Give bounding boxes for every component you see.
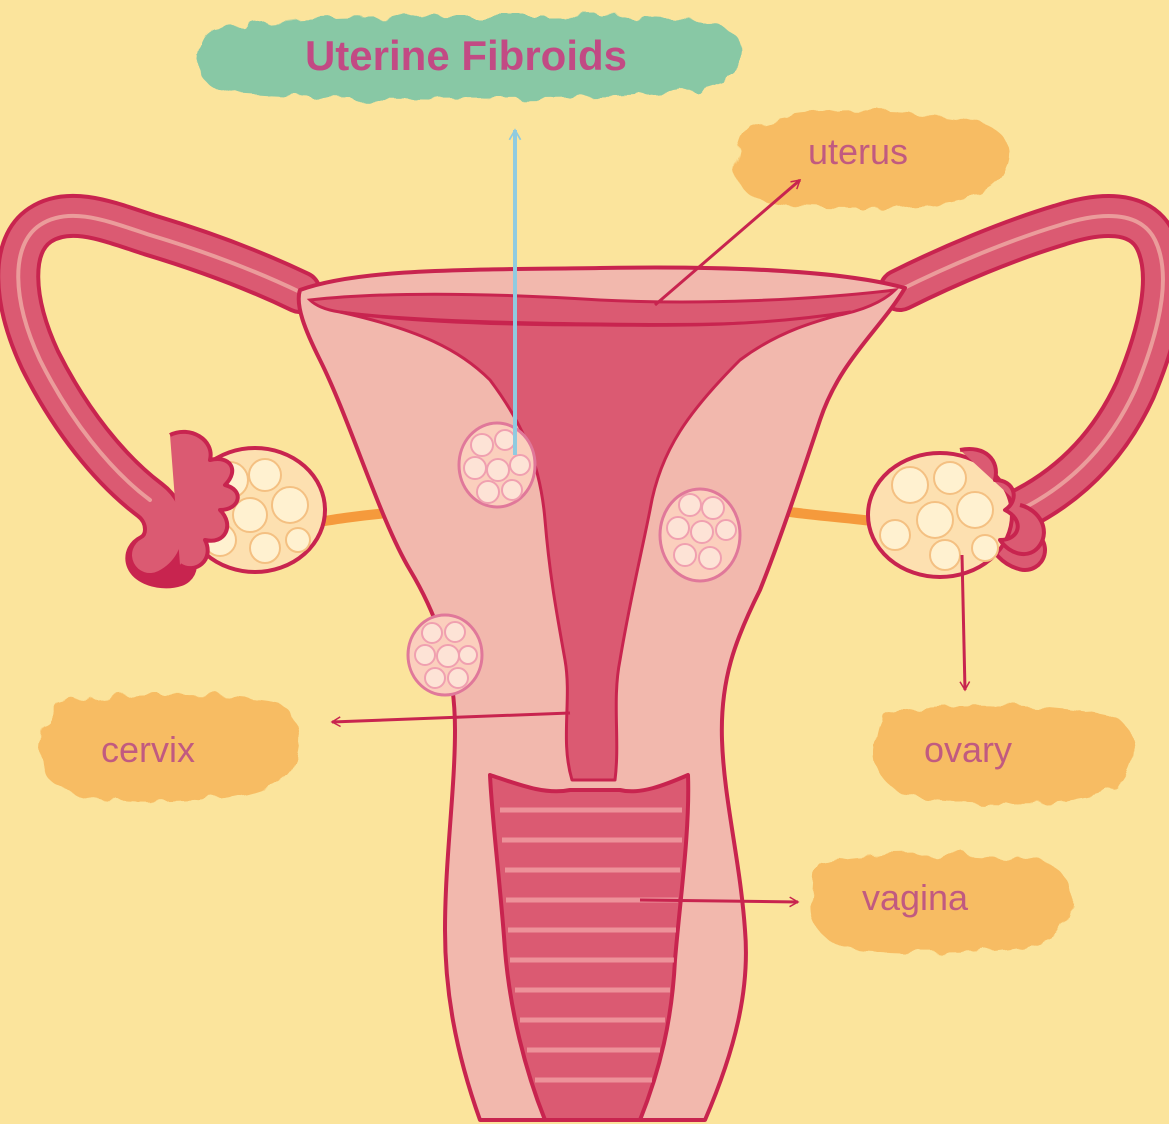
ovary-label: ovary [924, 729, 1012, 770]
vagina-arrow [640, 900, 798, 902]
cervix-label: cervix [101, 729, 195, 770]
fibroid-upper-left [459, 423, 535, 507]
vagina-label: vagina [862, 877, 969, 918]
fibroid-lower-left [408, 615, 482, 695]
fibroid-right [660, 489, 740, 581]
title-text: Uterine Fibroids [305, 32, 627, 79]
title-banner: Uterine Fibroids [198, 16, 745, 100]
uterus-label: uterus [808, 131, 908, 172]
